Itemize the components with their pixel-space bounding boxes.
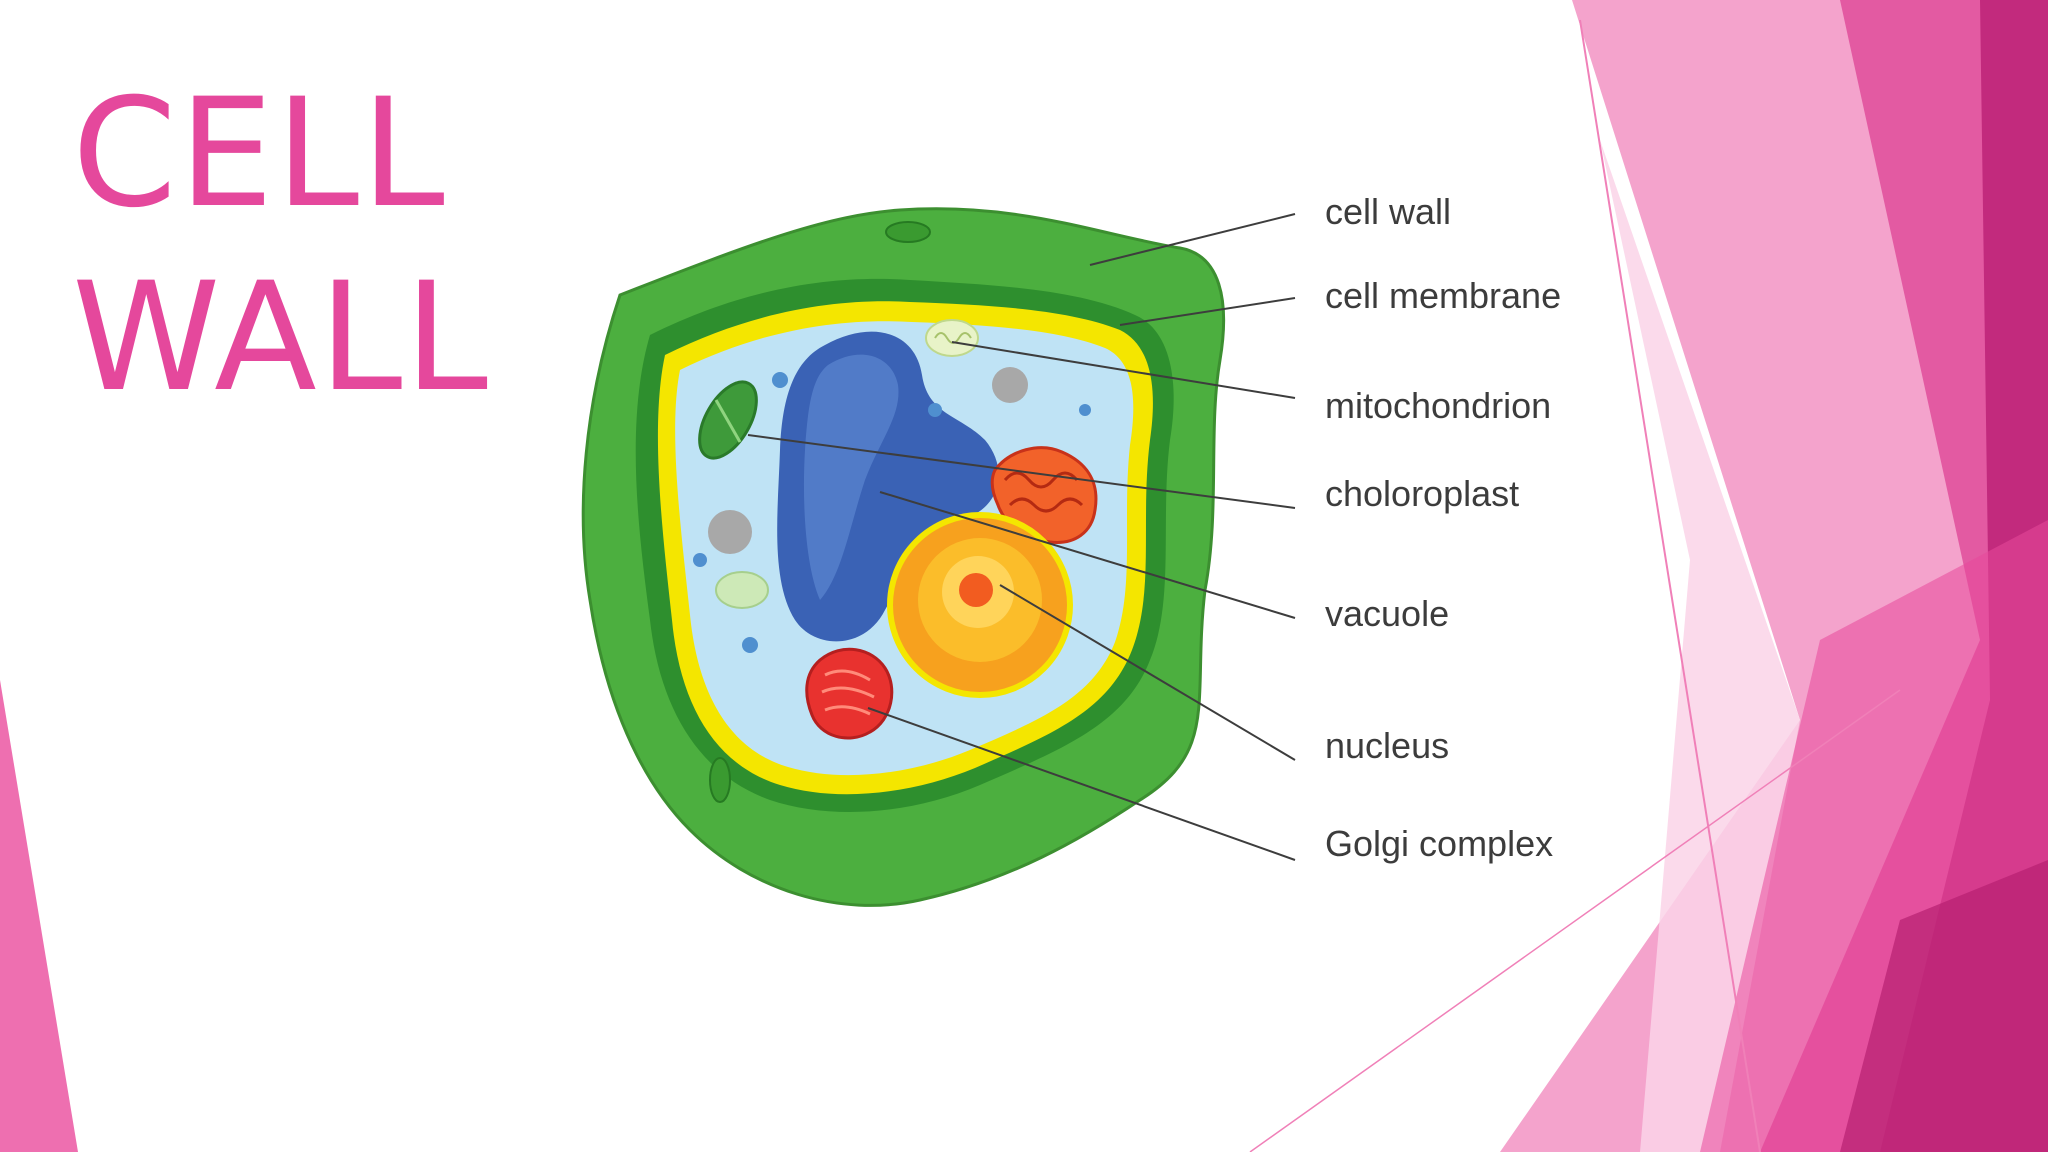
leader-line-golgi: [867, 707, 1296, 861]
thin-line: [1579, 19, 1761, 1152]
label-vacuole: vacuole: [1325, 593, 1449, 634]
vesicle: [742, 637, 758, 653]
slide-title: CELL WALL: [72, 62, 490, 430]
mitochondrion: [925, 319, 979, 357]
right-facet-pale: [1600, 140, 1800, 1152]
chloroplast-grana: [714, 399, 742, 443]
vesicle: [708, 510, 752, 554]
title-line-1: CELL: [72, 67, 447, 241]
leader-line-vacuole: [879, 491, 1296, 619]
plasmodesma: [885, 221, 931, 243]
right-facet-darkest: [1840, 860, 2048, 1152]
plant-cell-diagram: cell wall cell membrane mitochondrion ch…: [581, 191, 1561, 907]
left-pink-wedge: [0, 680, 78, 1152]
leader-line-chloroplast: [747, 434, 1296, 509]
label-cell-wall: cell wall: [1325, 191, 1451, 232]
vesicle: [693, 553, 707, 567]
leader-line-nucleus: [999, 584, 1296, 761]
label-golgi-complex: Golgi complex: [1325, 823, 1553, 864]
title-line-2: WALL: [72, 251, 490, 425]
vacuole-highlight: [803, 354, 899, 600]
label-mitochondrion: mitochondrion: [1325, 385, 1551, 426]
vesicle: [1079, 404, 1091, 416]
chloroplast: [715, 571, 769, 609]
label-nucleus: nucleus: [1325, 725, 1449, 766]
plasmodesma: [709, 757, 731, 803]
label-chloroplast: choloroplast: [1325, 473, 1519, 514]
golgi-cisternae: [821, 669, 875, 716]
leader-line-cell-wall: [1089, 213, 1296, 266]
thin-line: [1249, 689, 1901, 1152]
endoplasmic-reticulum-folds: [1003, 471, 1084, 513]
nucleolus: [959, 573, 993, 607]
leader-line-cell-membrane: [1119, 297, 1296, 326]
vesicle: [992, 367, 1028, 403]
leader-line-mitochondrion: [951, 341, 1296, 399]
golgi-complex: [805, 647, 894, 740]
label-cell-membrane: cell membrane: [1325, 275, 1561, 316]
vesicle: [772, 372, 788, 388]
vesicle: [928, 403, 942, 417]
